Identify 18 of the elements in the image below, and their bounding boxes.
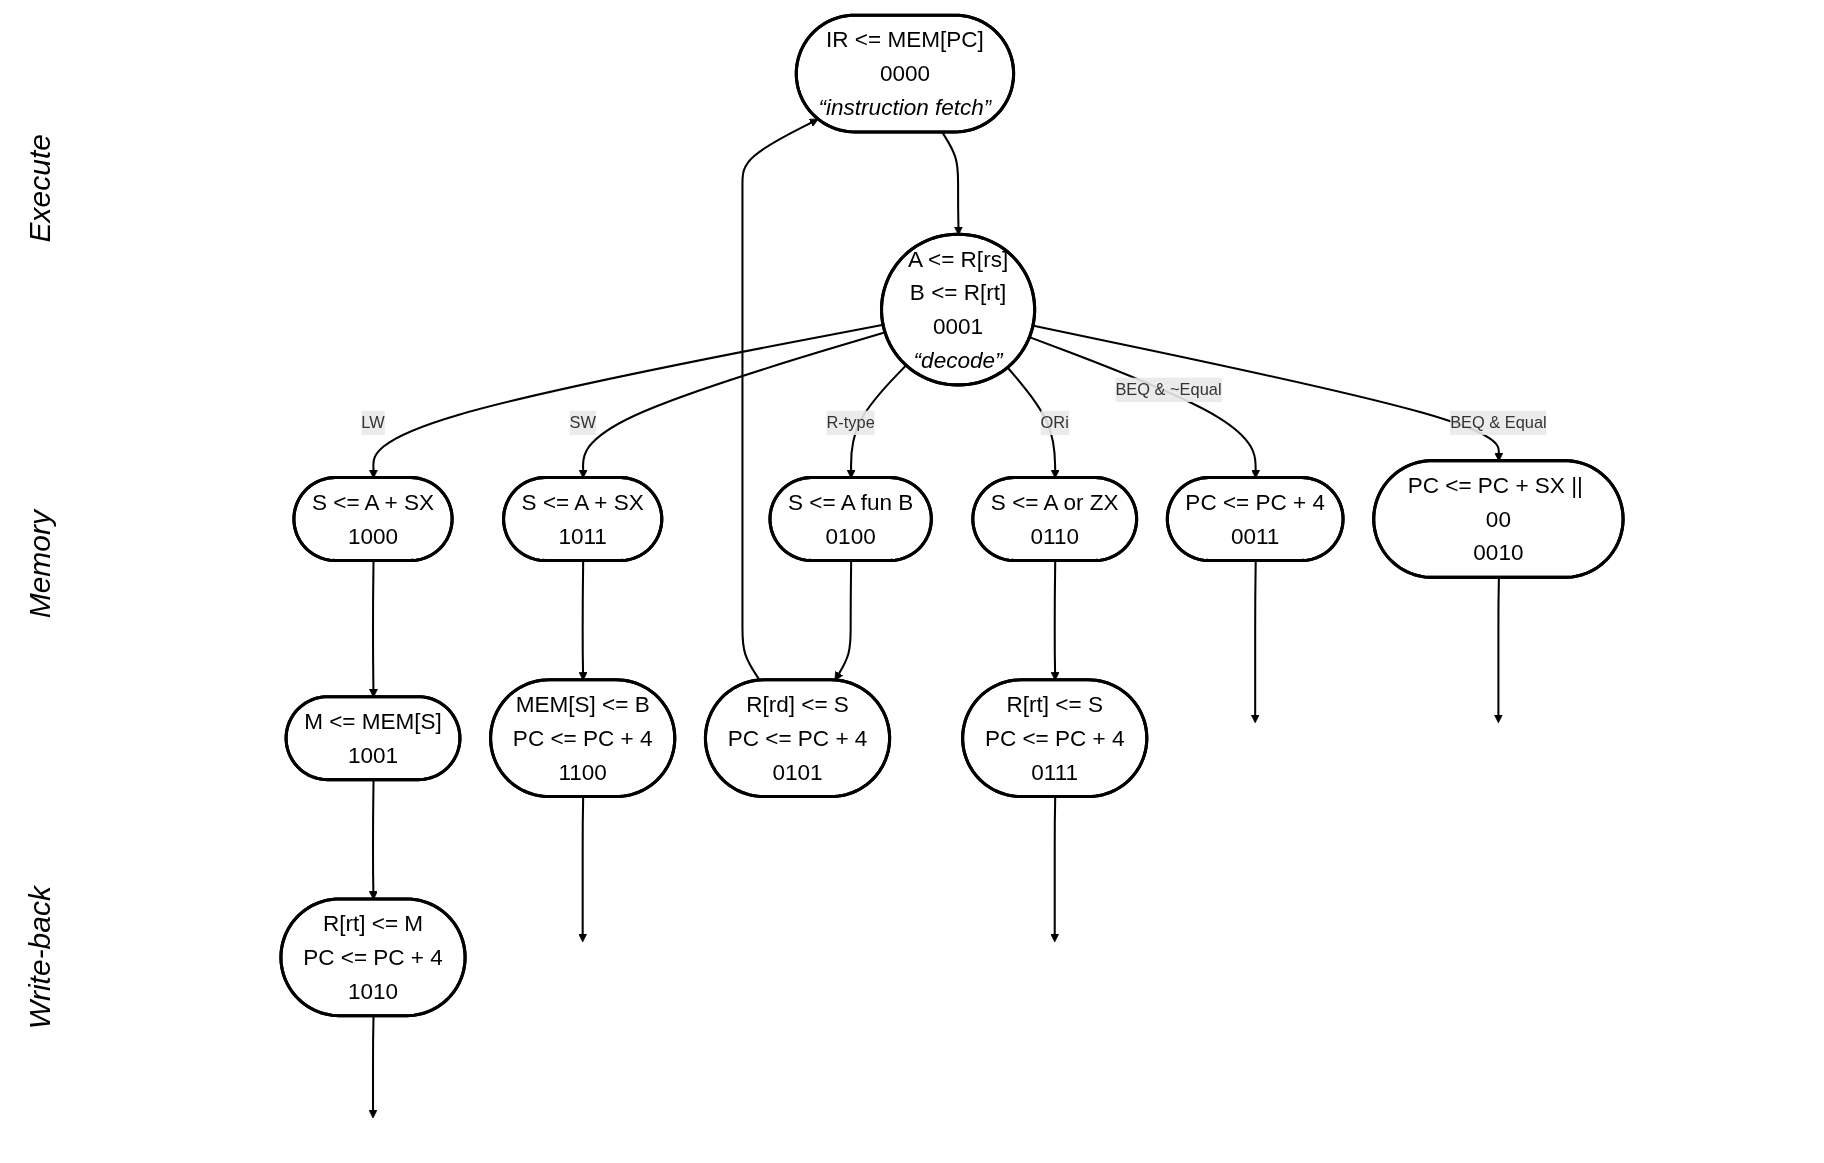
- edge-label: ORi: [1040, 413, 1069, 431]
- arrow: [1050, 796, 1060, 942]
- edge-label: R-type: [826, 413, 875, 431]
- arrow: [834, 560, 853, 681]
- edge-label: SW: [569, 413, 596, 431]
- arrow: [1029, 335, 1261, 478]
- arrow: [368, 323, 884, 478]
- arrow: [741, 118, 819, 681]
- arrow: [578, 796, 588, 942]
- edge-label: LW: [361, 413, 385, 431]
- edge-label: BEQ & Equal: [1450, 413, 1547, 431]
- stage-label: Write-back: [23, 885, 57, 1030]
- stage-label: Execute: [23, 133, 57, 243]
- arrow: [1493, 577, 1503, 723]
- edge-label: BEQ & ~Equal: [1115, 380, 1222, 398]
- stage-label: Memory: [23, 509, 57, 619]
- arrow: [368, 1015, 378, 1118]
- arrow: [1250, 560, 1260, 723]
